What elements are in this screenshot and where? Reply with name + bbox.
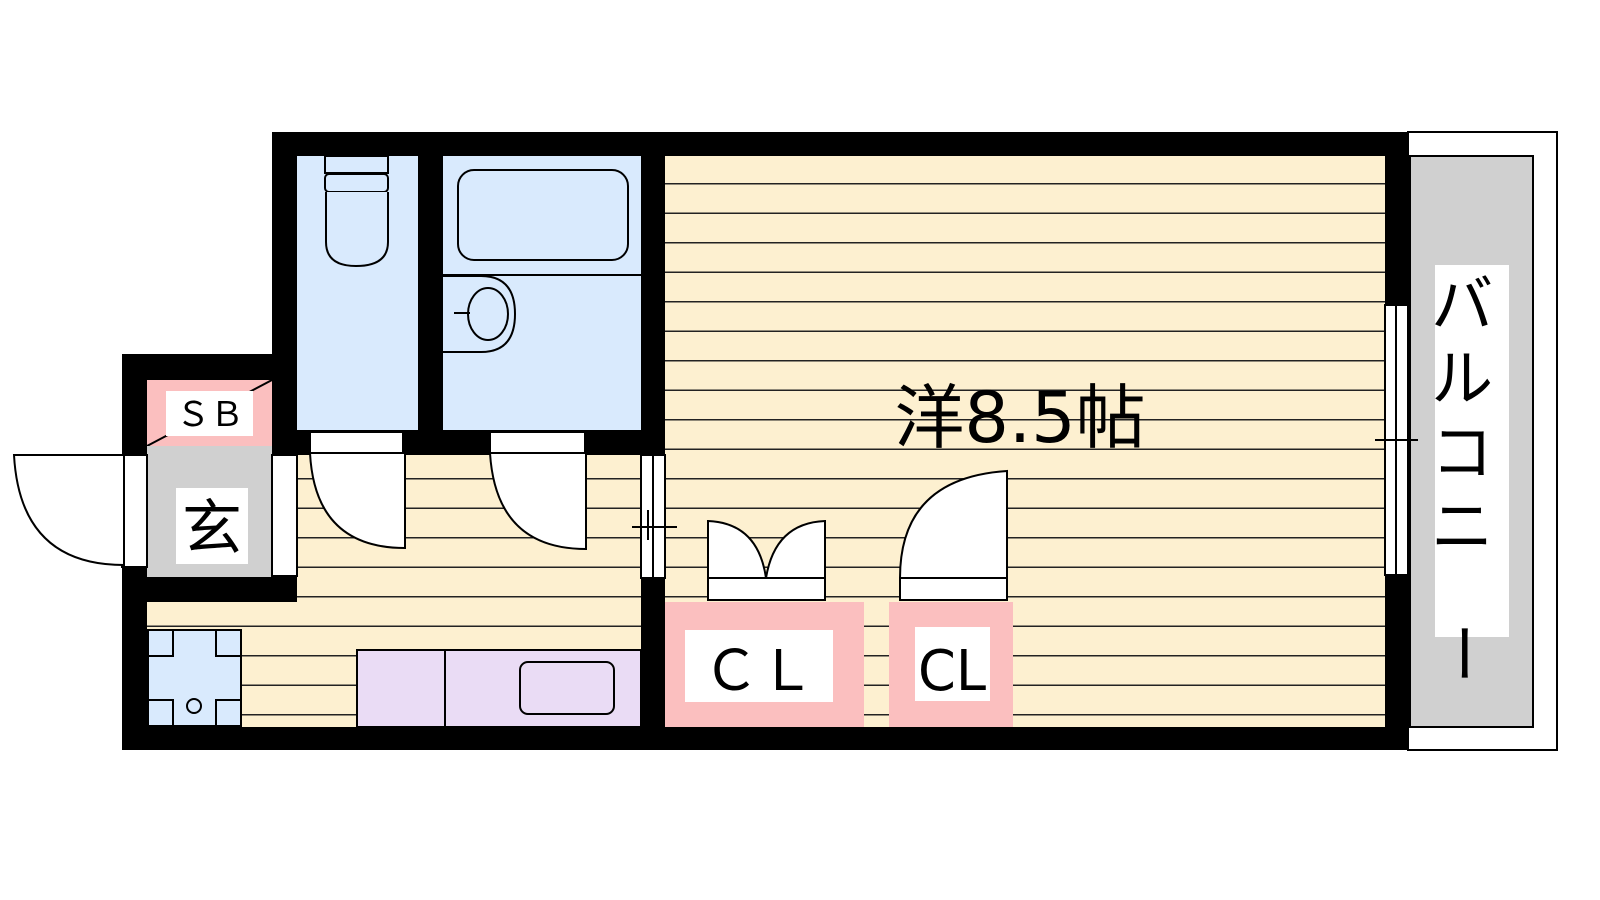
svg-text:バ ル コ ニ: バ ル コ ニ ー [1426,268,1513,684]
closet-large-doors[interactable] [707,519,826,601]
balcony-label-char: ル [1431,342,1493,415]
closet-small-label: CL [918,639,986,704]
shoebox-label: ＳＢ [176,395,244,435]
shoebox: ＳＢ [146,379,273,447]
kitchen-counter [356,649,642,728]
balcony-label-char: ニ [1431,490,1493,563]
entrance: 玄 [147,446,272,577]
room-sliding-door[interactable] [632,454,677,579]
toilet-door[interactable] [308,431,406,550]
balcony-label-char: バ [1431,268,1493,341]
balcony-label-char: ー [1426,622,1499,684]
closet-small-door[interactable] [898,469,1008,601]
bathroom [443,156,641,430]
balcony-label-char: コ [1431,416,1493,489]
washing-machine-space [147,629,242,727]
bathtub-icon [443,169,641,353]
toilet-icon [324,155,389,268]
balcony: バ ル コ ニ ー [1407,131,1558,751]
closet-large-label: ＣＬ [703,639,815,704]
entrance-step [271,454,298,577]
entrance-label: 玄 [182,494,242,564]
closet-small: CL [889,602,1013,727]
sink-icon [519,661,615,715]
closet-large: ＣＬ [665,602,864,727]
front-door[interactable] [12,454,148,568]
bathroom-door[interactable] [488,431,587,551]
main-room-label: 洋8.5帖 [894,377,1145,459]
window-sliding[interactable] [1375,304,1418,576]
